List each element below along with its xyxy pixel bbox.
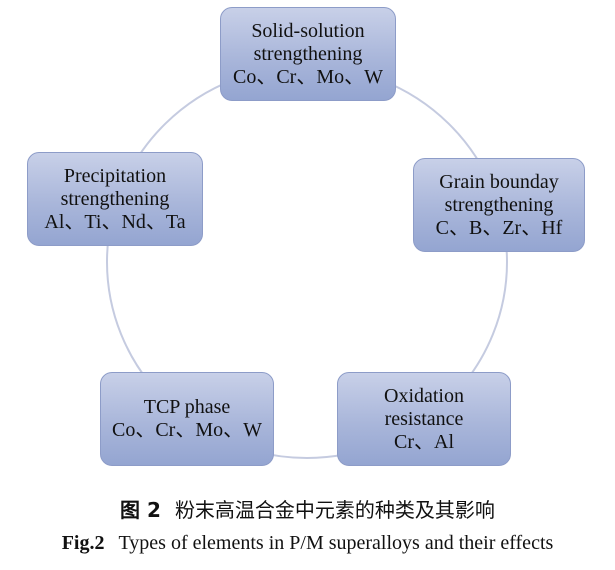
node-line: Cr、Al	[394, 430, 454, 453]
figure-title-chinese: 粉末高温合金中元素的种类及其影响	[174, 498, 495, 522]
node-solid-solution-strengthening: Solid-solution strengthening Co、Cr、Mo、W	[220, 7, 396, 101]
figure-label-english: Fig.2	[61, 532, 105, 554]
node-line: resistance	[384, 407, 464, 430]
node-line: Co、Cr、Mo、W	[233, 65, 383, 88]
elements-cycle-diagram: Solid-solution strengthening Co、Cr、Mo、W …	[27, 7, 585, 466]
node-line: Solid-solution	[251, 19, 365, 42]
node-line: C、B、Zr、Hf	[435, 216, 563, 239]
node-line: Oxidation	[384, 384, 464, 407]
node-grain-boundary-strengthening: Grain bounday strengthening C、B、Zr、Hf	[413, 158, 585, 252]
node-line: Co、Cr、Mo、W	[112, 419, 262, 441]
figure-label-chinese: 图 2	[120, 498, 161, 522]
node-line: Grain bounday	[439, 170, 559, 193]
node-tcp-phase: TCP phase Co、Cr、Mo、W	[100, 372, 274, 466]
node-line: strengthening	[253, 42, 363, 65]
figure-caption-chinese: 图 2 粉末高温合金中元素的种类及其影响	[0, 494, 615, 523]
node-line: strengthening	[444, 193, 554, 216]
node-line: TCP phase	[143, 396, 231, 418]
node-oxidation-resistance: Oxidation resistance Cr、Al	[337, 372, 511, 466]
node-precipitation-strengthening: Precipitation strengthening Al、Ti、Nd、Ta	[27, 152, 203, 246]
figure-caption-english: Fig.2 Types of elements in P/M superalloy…	[0, 532, 615, 555]
node-line: Al、Ti、Nd、Ta	[44, 210, 186, 233]
node-line: strengthening	[60, 187, 170, 210]
node-line: Precipitation	[63, 164, 167, 187]
figure-title-english: Types of elements in P/M superalloys and…	[118, 532, 554, 554]
